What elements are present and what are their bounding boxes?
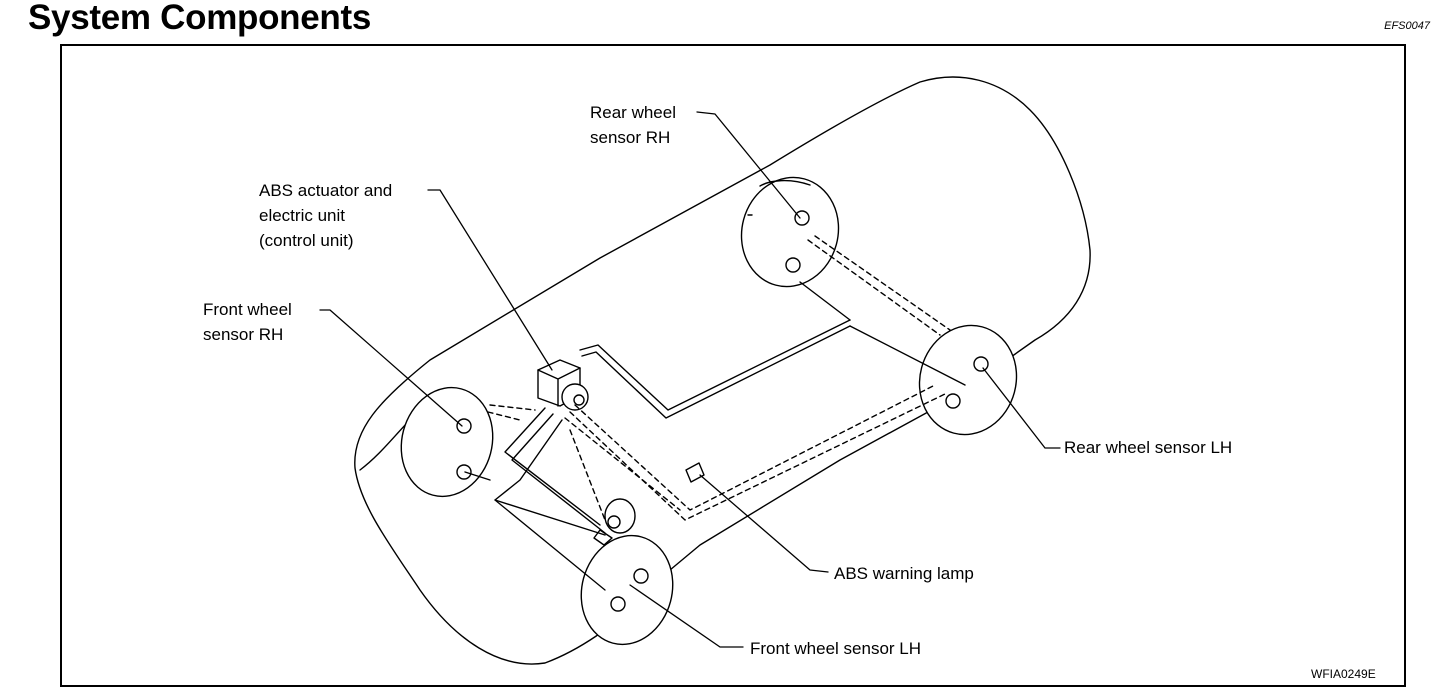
brake-pipes xyxy=(464,281,966,536)
front-wheel-rh xyxy=(400,386,494,498)
diagram-frame xyxy=(60,44,1406,687)
label-abs-actuator: ABS actuator and electric unit (control … xyxy=(259,181,393,250)
label-front-wheel-sensor-lh: Front wheel sensor LH xyxy=(750,639,922,658)
figure-code: WFIA0249E xyxy=(1311,667,1376,681)
label-rear-wheel-sensor-lh: Rear wheel sensor LH xyxy=(1064,438,1233,457)
brake-booster xyxy=(593,498,636,546)
car-body-outline xyxy=(354,76,1091,665)
section-code: EFS0047 xyxy=(1384,20,1430,32)
abs-warning-lamp xyxy=(685,462,705,483)
front-wheel-lh xyxy=(580,534,674,646)
leader-lines xyxy=(319,111,1061,648)
sensor-harness xyxy=(487,235,951,521)
label-front-wheel-sensor-rh: Front wheel sensor RH xyxy=(203,300,292,344)
abs-actuator-unit xyxy=(537,359,589,411)
label-rear-wheel-sensor-rh: Rear wheel sensor RH xyxy=(590,103,676,147)
rear-wheel-lh xyxy=(918,324,1018,436)
rear-wheel-rh xyxy=(740,176,840,288)
label-abs-warning-lamp: ABS warning lamp xyxy=(834,564,974,583)
page-title: System Components xyxy=(28,0,372,37)
